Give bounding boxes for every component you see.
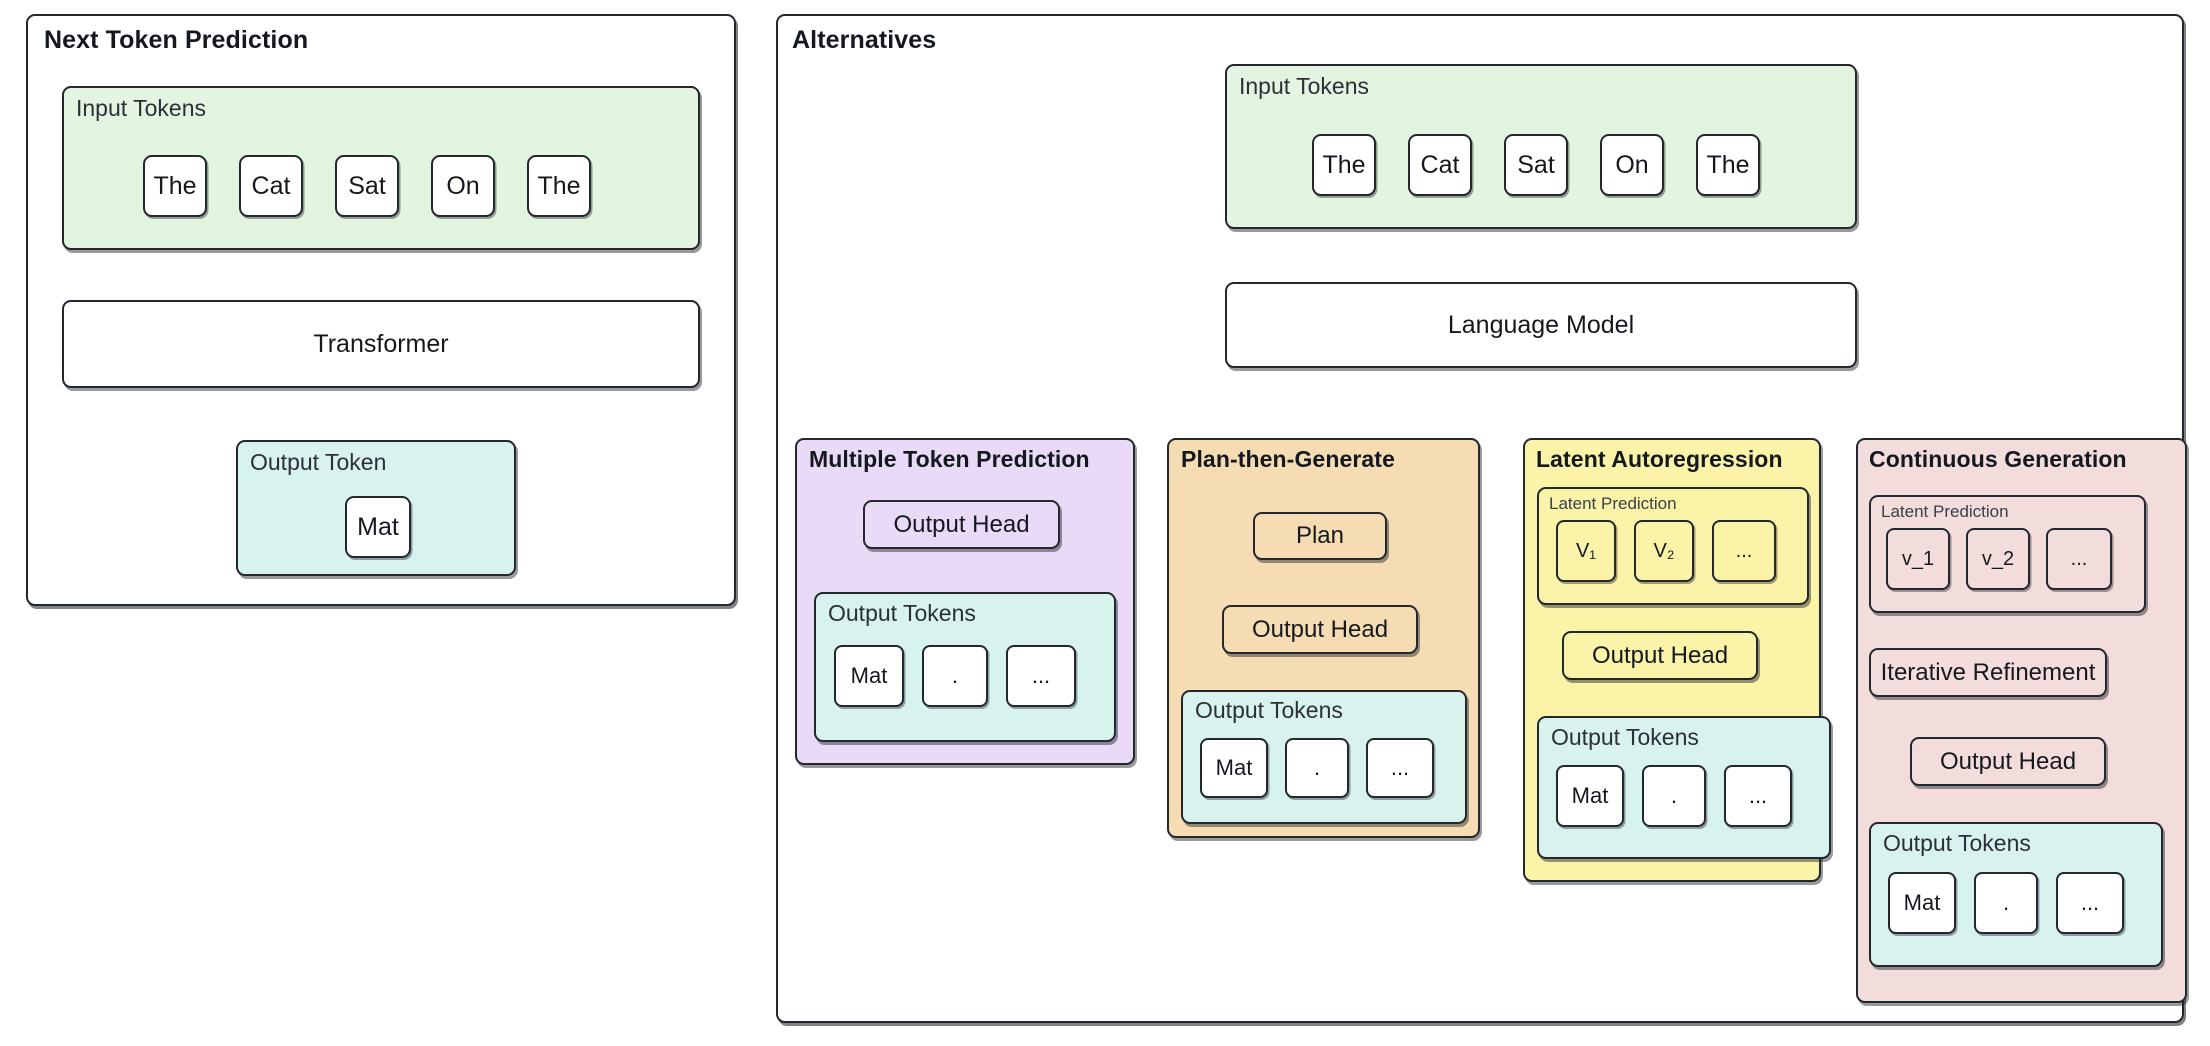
- iterative-refinement-block[interactable]: Iterative Refinement: [1869, 648, 2107, 697]
- output-token[interactable]: .: [1974, 872, 2038, 934]
- input-token[interactable]: Sat: [1504, 134, 1568, 196]
- panel-title-alternatives: Alternatives: [792, 26, 937, 54]
- input-token[interactable]: The: [143, 155, 207, 217]
- panel-title-next-token-prediction: Next Token Prediction: [44, 26, 309, 54]
- output-head-multiple-token-prediction[interactable]: Output Head: [863, 500, 1060, 549]
- latent-token[interactable]: V₁: [1556, 520, 1616, 582]
- output-token[interactable]: ...: [1366, 738, 1434, 798]
- title-plan-then-generate: Plan-then-Generate: [1181, 446, 1395, 472]
- input-token[interactable]: On: [431, 155, 495, 217]
- output-token[interactable]: ...: [2056, 872, 2124, 934]
- output-token[interactable]: Mat: [834, 645, 904, 707]
- transformer-block[interactable]: Transformer: [62, 300, 700, 388]
- input-token[interactable]: The: [527, 155, 591, 217]
- label-input-tokens-right: Input Tokens: [1239, 73, 1370, 99]
- input-token[interactable]: Sat: [335, 155, 399, 217]
- label-latent-prediction-la: Latent Prediction: [1549, 494, 1677, 513]
- latent-token[interactable]: ...: [2046, 528, 2112, 590]
- output-token[interactable]: .: [1285, 738, 1349, 798]
- output-token[interactable]: Mat: [345, 496, 411, 558]
- label-output-tokens-mtp: Output Tokens: [828, 600, 976, 626]
- title-multiple-token-prediction: Multiple Token Prediction: [809, 446, 1090, 472]
- label-output-tokens-cg: Output Tokens: [1883, 830, 2031, 856]
- label-output-tokens-la: Output Tokens: [1551, 724, 1699, 750]
- label-output-token-left: Output Token: [250, 449, 387, 475]
- output-head-continuous-generation[interactable]: Output Head: [1910, 737, 2106, 786]
- output-token[interactable]: Mat: [1200, 738, 1268, 798]
- output-token[interactable]: .: [922, 645, 988, 707]
- plan-block[interactable]: Plan: [1253, 512, 1387, 560]
- title-latent-autoregression: Latent Autoregression: [1536, 446, 1783, 472]
- label-input-tokens-left: Input Tokens: [76, 95, 207, 121]
- label-latent-prediction-cg: Latent Prediction: [1881, 502, 2009, 521]
- input-token[interactable]: Cat: [239, 155, 303, 217]
- title-continuous-generation: Continuous Generation: [1869, 446, 2127, 472]
- output-token[interactable]: ...: [1724, 765, 1792, 827]
- output-head-plan-then-generate[interactable]: Output Head: [1222, 605, 1418, 654]
- latent-token[interactable]: v_2: [1966, 528, 2030, 590]
- latent-token[interactable]: V₂: [1634, 520, 1694, 582]
- latent-token[interactable]: ...: [1712, 520, 1776, 582]
- output-token[interactable]: ...: [1006, 645, 1076, 707]
- input-token[interactable]: The: [1312, 134, 1376, 196]
- output-token[interactable]: .: [1642, 765, 1706, 827]
- label-output-tokens-ptg: Output Tokens: [1195, 697, 1343, 723]
- output-token[interactable]: Mat: [1888, 872, 1956, 934]
- language-model-block[interactable]: Language Model: [1225, 282, 1857, 368]
- output-token[interactable]: Mat: [1556, 765, 1624, 827]
- input-token[interactable]: On: [1600, 134, 1664, 196]
- output-head-latent-autoregression[interactable]: Output Head: [1562, 631, 1758, 680]
- input-token[interactable]: Cat: [1408, 134, 1472, 196]
- latent-token[interactable]: v_1: [1886, 528, 1950, 590]
- input-token[interactable]: The: [1696, 134, 1760, 196]
